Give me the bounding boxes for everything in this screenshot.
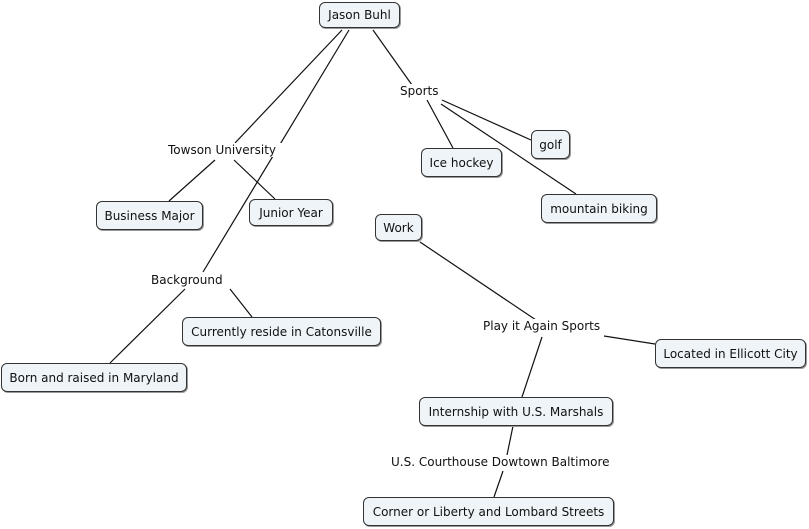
concept-junior-year[interactable]: Junior Year	[249, 199, 333, 226]
linking-phrase-courthouse[interactable]: U.S. Courthouse Dowtown Baltimore	[391, 455, 613, 469]
concept-located-ellicott-city[interactable]: Located in Ellicott City	[655, 339, 806, 368]
linking-phrase-sports[interactable]: Sports	[400, 84, 439, 98]
concept-corner-liberty-lombard[interactable]: Corner or Liberty and Lombard Streets	[363, 497, 614, 526]
concept-ice-hockey[interactable]: Ice hockey	[421, 148, 502, 177]
link-playitagain-ellicott	[603, 335, 656, 345]
linking-phrase-background[interactable]: Background	[151, 273, 223, 287]
link-sports-golf	[441, 99, 532, 141]
link-playitagain-internship	[521, 336, 543, 398]
linking-phrase-play-it-again-sports[interactable]: Play it Again Sports	[483, 319, 605, 333]
link-jason-towson	[234, 29, 343, 144]
concept-work[interactable]: Work	[375, 214, 422, 241]
link-sports-mountainbiking	[440, 103, 577, 195]
link-towson-junior	[233, 159, 276, 200]
concept-internship[interactable]: Internship with U.S. Marshals	[419, 397, 613, 426]
concept-jason-buhl[interactable]: Jason Buhl	[319, 2, 400, 28]
concept-currently-reside[interactable]: Currently reside in Catonsville	[182, 317, 381, 346]
link-internship-courthouse	[506, 425, 514, 456]
concept-born-and-raised[interactable]: Born and raised in Maryland	[1, 363, 187, 392]
linking-phrase-towson-university[interactable]: Towson University	[168, 143, 282, 157]
link-courthouse-corner	[493, 470, 504, 498]
link-background-born	[109, 288, 186, 364]
link-work-playitagain	[419, 241, 537, 321]
concept-golf[interactable]: golf	[531, 130, 570, 159]
link-jason-sports	[372, 29, 413, 86]
concept-business-major[interactable]: Business Major	[96, 201, 203, 230]
concept-mountain-biking[interactable]: mountain biking	[541, 194, 657, 223]
link-background-reside	[229, 288, 253, 318]
link-towson-business	[168, 159, 216, 202]
link-sports-icehockey	[426, 99, 454, 149]
